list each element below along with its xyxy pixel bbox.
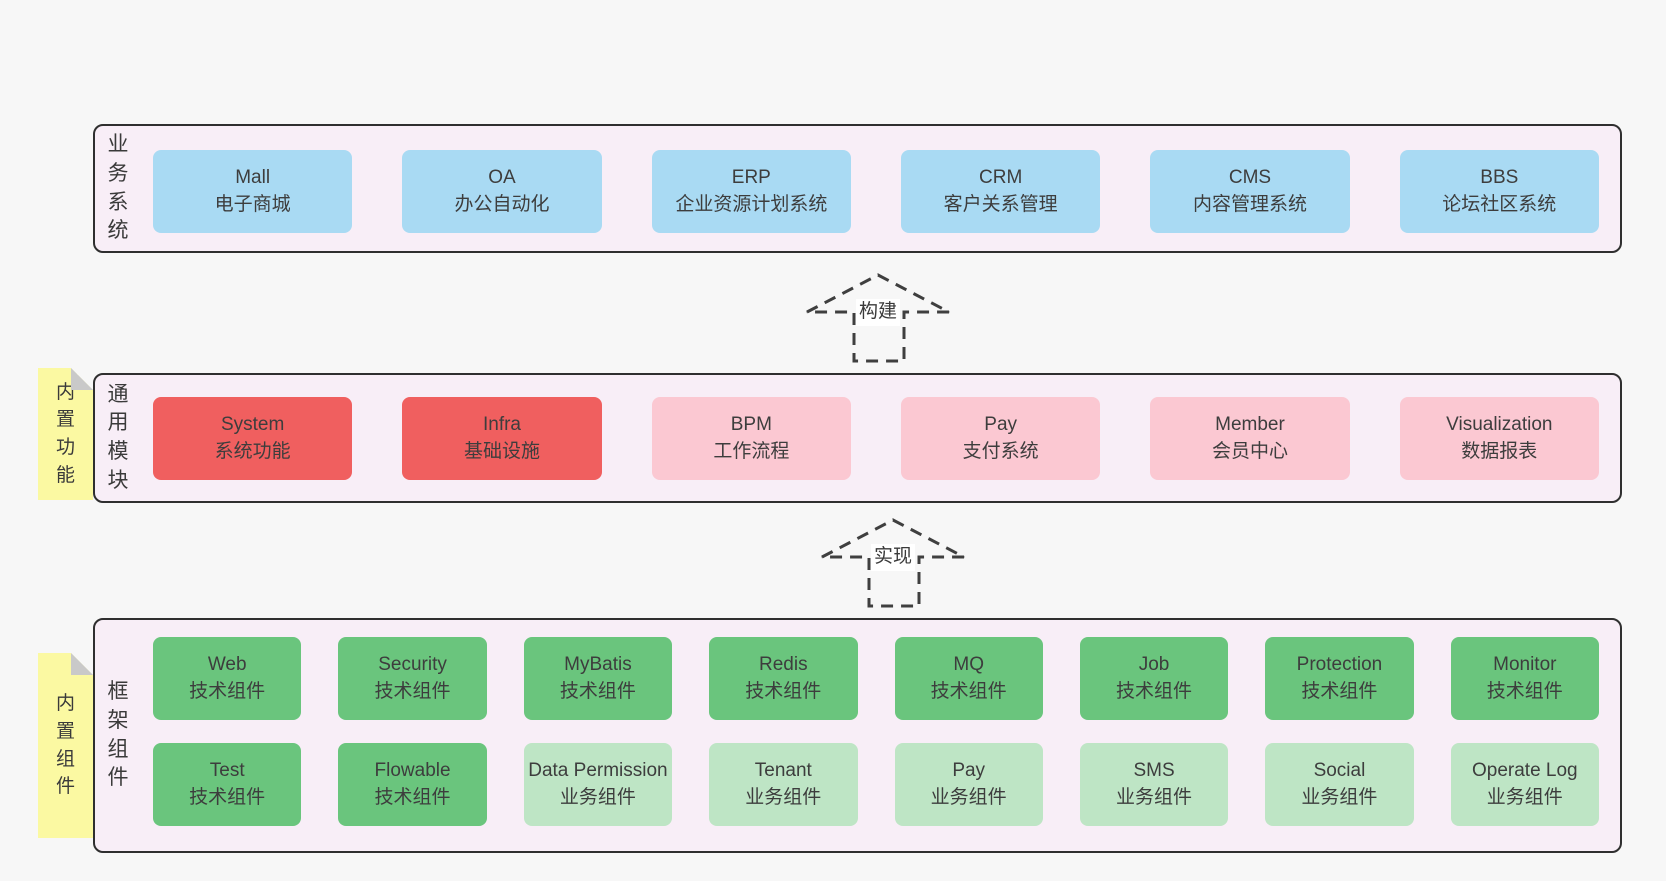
band-common-modules: 通用模块 System 系统功能 Infra 基础设施 BPM 工作流程 Pay… xyxy=(93,373,1622,503)
business-systems-row: Mall 电子商城 OA 办公自动化 ERP 企业资源计划系统 CRM 客户关系… xyxy=(153,150,1599,233)
common-modules-row: System 系统功能 Infra 基础设施 BPM 工作流程 Pay 支付系统… xyxy=(153,397,1599,480)
box-erp: ERP 企业资源计划系统 xyxy=(651,150,851,233)
band-label-common-modules: 通用模块 xyxy=(107,382,129,492)
box-job: Job 技术组件 xyxy=(1079,637,1229,720)
band-label-framework-components: 框架组件 xyxy=(107,680,129,790)
box-pay: Pay 支付系统 xyxy=(900,397,1101,480)
box-tenant: Tenant 业务组件 xyxy=(709,743,858,826)
band-label-business-systems: 业务系统 xyxy=(107,133,129,243)
sticky-note-built-in-functions: 内置功能 xyxy=(38,368,93,500)
band-framework-components: 框架组件 Web 技术组件 Security 技术组件 MyBatis 技术组件… xyxy=(93,618,1622,853)
arrow-implement-label: 实现 xyxy=(870,544,916,571)
box-mall: Mall 电子商城 xyxy=(153,150,353,233)
box-oa: OA 办公自动化 xyxy=(402,150,602,233)
box-social: Social 业务组件 xyxy=(1265,743,1414,826)
band-business-systems: 业务系统 Mall 电子商城 OA 办公自动化 ERP 企业资源计划系统 CRM… xyxy=(93,124,1622,253)
arrow-implement: 实现 xyxy=(820,517,966,609)
box-security: Security 技术组件 xyxy=(338,637,487,720)
box-crm: CRM 客户关系管理 xyxy=(900,150,1101,233)
dashed-up-arrow-icon xyxy=(806,273,950,363)
box-cms: CMS 内容管理系统 xyxy=(1150,150,1350,233)
box-flowable: Flowable 技术组件 xyxy=(338,743,487,826)
sticky-note-built-in-components: 内置组件 xyxy=(38,653,93,838)
box-member: Member 会员中心 xyxy=(1150,397,1350,480)
box-infra: Infra 基础设施 xyxy=(402,397,602,480)
sticky-note-label: 内置功能 xyxy=(55,381,75,486)
box-bbs: BBS 论坛社区系统 xyxy=(1399,150,1599,233)
box-data-permission: Data Permission 业务组件 xyxy=(523,743,673,826)
box-visualization: Visualization 数据报表 xyxy=(1399,397,1599,480)
box-redis: Redis 技术组件 xyxy=(709,637,858,720)
box-pay-business: Pay 业务组件 xyxy=(894,743,1043,826)
box-bpm: BPM 工作流程 xyxy=(651,397,851,480)
box-test: Test 技术组件 xyxy=(153,743,302,826)
box-mybatis: MyBatis 技术组件 xyxy=(523,637,673,720)
sticky-note-label: 内置组件 xyxy=(55,693,75,798)
box-sms: SMS 业务组件 xyxy=(1079,743,1229,826)
framework-components-row-2: Test 技术组件 Flowable 技术组件 Data Permission … xyxy=(153,743,1599,826)
box-system: System 系统功能 xyxy=(153,397,353,480)
box-operate-log: Operate Log 业务组件 xyxy=(1450,743,1599,826)
arrow-build: 构建 xyxy=(805,272,951,364)
framework-components-row-1: Web 技术组件 Security 技术组件 MyBatis 技术组件 Redi… xyxy=(153,637,1599,720)
dashed-up-arrow-icon xyxy=(821,518,965,608)
arrow-build-label: 构建 xyxy=(855,299,901,326)
box-protection: Protection 技术组件 xyxy=(1265,637,1414,720)
box-mq: MQ 技术组件 xyxy=(894,637,1043,720)
box-web: Web 技术组件 xyxy=(153,637,302,720)
box-monitor: Monitor 技术组件 xyxy=(1450,637,1599,720)
